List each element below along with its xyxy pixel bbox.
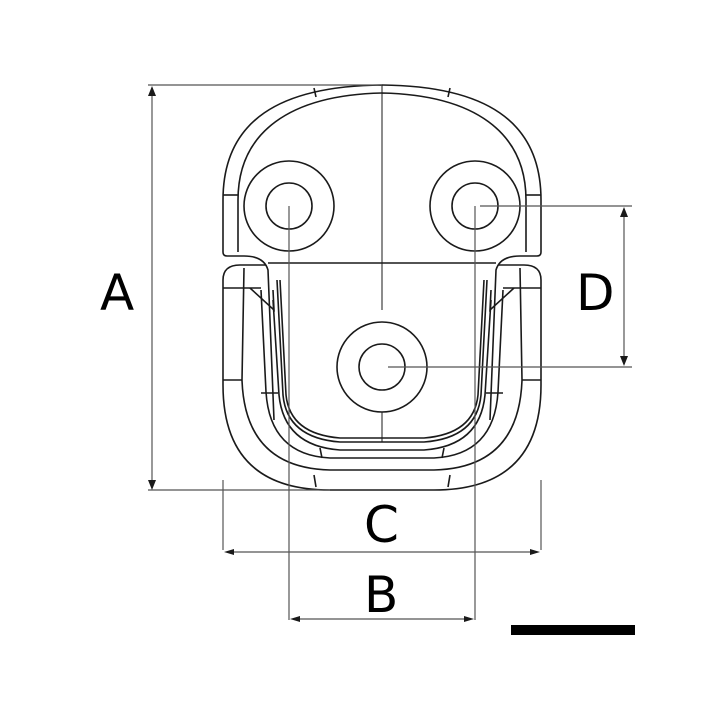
scale-bar [511, 625, 635, 635]
dimension-label-d: D [576, 264, 615, 322]
dimension-label-c: C [364, 496, 399, 554]
dimension-label-b: B [364, 566, 399, 624]
dimension-arrowheads [148, 86, 628, 622]
dimension-lines [148, 84, 632, 620]
dimension-label-a: A [100, 264, 135, 322]
